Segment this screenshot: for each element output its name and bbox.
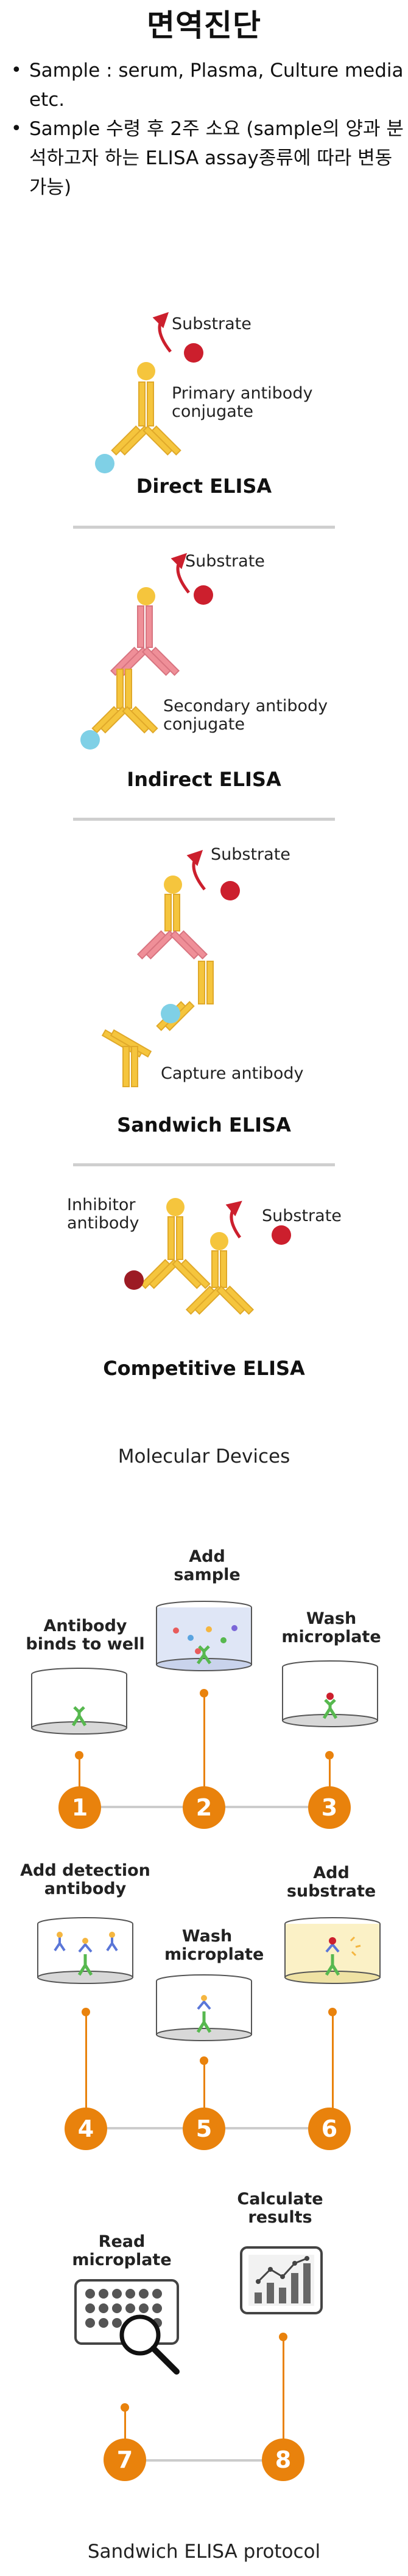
direct-elisa-diagram bbox=[95, 312, 203, 473]
inhibitor-antibody-label: Inhibitor antibody bbox=[67, 1196, 139, 1233]
results-chart-icon bbox=[240, 2246, 323, 2314]
magnifier-icon bbox=[119, 2314, 161, 2356]
section-divider bbox=[73, 526, 335, 529]
step-connector bbox=[332, 2014, 334, 2117]
step-number-4: 4 bbox=[65, 2108, 107, 2150]
primary-antibody-icon bbox=[91, 669, 158, 734]
step-dot bbox=[121, 2403, 129, 2412]
substrate-arrow-icon bbox=[152, 312, 172, 353]
step-number-3: 3 bbox=[308, 1786, 351, 1829]
step-label-4: Add detection antibody bbox=[20, 1861, 150, 1898]
antigen-icon bbox=[80, 730, 100, 750]
wash-well-2-icon bbox=[156, 1974, 252, 2041]
enzyme-icon bbox=[164, 875, 182, 894]
step-number-8: 8 bbox=[262, 2438, 304, 2481]
bullet-item: Sample : serum, Plasma, Culture media et… bbox=[9, 56, 404, 114]
timeline-bar bbox=[124, 2459, 283, 2462]
step-dot bbox=[325, 1751, 334, 1760]
step-label-1: Antibody binds to well bbox=[26, 1617, 145, 1654]
bullet-item: Sample 수령 후 2주 소요 (sample의 양과 분석하고자 하는 E… bbox=[9, 114, 404, 202]
capture-antibody-icon bbox=[185, 1250, 255, 1315]
step-number-5: 5 bbox=[183, 2108, 225, 2150]
substrate-well-icon bbox=[284, 1917, 381, 1984]
sample-well-icon bbox=[156, 1601, 252, 1671]
substrate-dot-icon bbox=[184, 343, 203, 363]
direct-substrate-label: Substrate bbox=[172, 315, 251, 333]
step-number-6: 6 bbox=[308, 2108, 351, 2150]
step-label-3: Wash microplate bbox=[281, 1609, 381, 1646]
microplate-reader-icon bbox=[74, 2279, 180, 2375]
molecular-devices-caption: Molecular Devices bbox=[118, 1446, 290, 1467]
step-connector bbox=[329, 1760, 331, 1796]
primary-antibody-icon bbox=[111, 381, 181, 456]
competitive-elisa-heading: Competitive ELISA bbox=[103, 1357, 305, 1380]
step-connector bbox=[203, 1696, 205, 1796]
substrate-arrow-icon bbox=[171, 552, 190, 594]
indirect-substrate-label: Substrate bbox=[185, 552, 265, 571]
capture-antibody-label: Capture antibody bbox=[161, 1064, 304, 1083]
antigen-icon bbox=[161, 1004, 180, 1023]
secondary-antibody-icon bbox=[110, 605, 180, 677]
section-divider bbox=[73, 1163, 335, 1166]
step-connector bbox=[203, 2064, 205, 2117]
sandwich-elisa-diagram bbox=[101, 849, 240, 1087]
step-connector bbox=[85, 2014, 87, 2117]
indirect-elisa-diagram bbox=[80, 552, 213, 750]
step-dot bbox=[279, 2333, 287, 2341]
enzyme-icon bbox=[166, 1198, 185, 1216]
substrate-arrow-icon bbox=[186, 849, 206, 891]
substrate-arrow-icon bbox=[225, 1200, 242, 1239]
enzyme-icon bbox=[137, 587, 155, 605]
detection-well-icon bbox=[37, 1917, 133, 1984]
bullet-list: Sample : serum, Plasma, Culture media et… bbox=[9, 56, 404, 202]
secondary-antibody-label: Secondary antibody conjugate bbox=[163, 697, 328, 734]
substrate-dot-icon bbox=[220, 881, 240, 900]
step-dot bbox=[328, 2008, 337, 2016]
step-label-6: Add substrate bbox=[286, 1864, 376, 1901]
competitive-substrate-label: Substrate bbox=[262, 1206, 342, 1225]
step-number-2: 2 bbox=[183, 1786, 225, 1829]
protocol-caption: Sandwich ELISA protocol bbox=[87, 2541, 321, 2563]
substrate-dot-icon bbox=[194, 585, 213, 605]
step-dot bbox=[82, 2008, 90, 2016]
antigen-icon bbox=[95, 454, 114, 473]
substrate-dot-icon bbox=[272, 1225, 291, 1245]
enzyme-icon bbox=[137, 362, 155, 380]
secondary-antibody-icon bbox=[136, 930, 208, 960]
wash-well-icon bbox=[282, 1660, 378, 1727]
step-connector bbox=[283, 2339, 284, 2445]
step-label-5: Wash microplate bbox=[164, 1927, 264, 1964]
step-label-7: Read microplate bbox=[72, 2232, 172, 2269]
sandwich-substrate-label: Substrate bbox=[211, 845, 290, 864]
page-title: 면역진단 bbox=[147, 8, 261, 43]
step-connector bbox=[79, 1760, 80, 1796]
step-number-7: 7 bbox=[104, 2438, 146, 2481]
step-number-1: 1 bbox=[58, 1786, 101, 1829]
step-dot bbox=[75, 1751, 83, 1760]
section-divider bbox=[73, 818, 335, 821]
detection-antibody-icon bbox=[164, 894, 180, 931]
enzyme-icon bbox=[210, 1232, 228, 1250]
step-connector bbox=[124, 2409, 126, 2445]
step-label-8: Calculate results bbox=[237, 2190, 323, 2227]
primary-antibody-label: Primary antibody conjugate bbox=[172, 384, 313, 421]
well-plate-icon bbox=[31, 1668, 127, 1735]
direct-elisa-heading: Direct ELISA bbox=[136, 475, 272, 498]
step-dot bbox=[200, 1689, 208, 1697]
sandwich-elisa-heading: Sandwich ELISA bbox=[117, 1113, 291, 1137]
competitive-elisa-diagram bbox=[124, 1198, 291, 1315]
inhibitor-antibody-icon bbox=[140, 1216, 211, 1289]
step-dot bbox=[200, 2056, 208, 2065]
inhibitor-dot-icon bbox=[124, 1270, 144, 1290]
indirect-elisa-heading: Indirect ELISA bbox=[127, 768, 281, 791]
step-label-2: Add sample bbox=[174, 1547, 241, 1584]
